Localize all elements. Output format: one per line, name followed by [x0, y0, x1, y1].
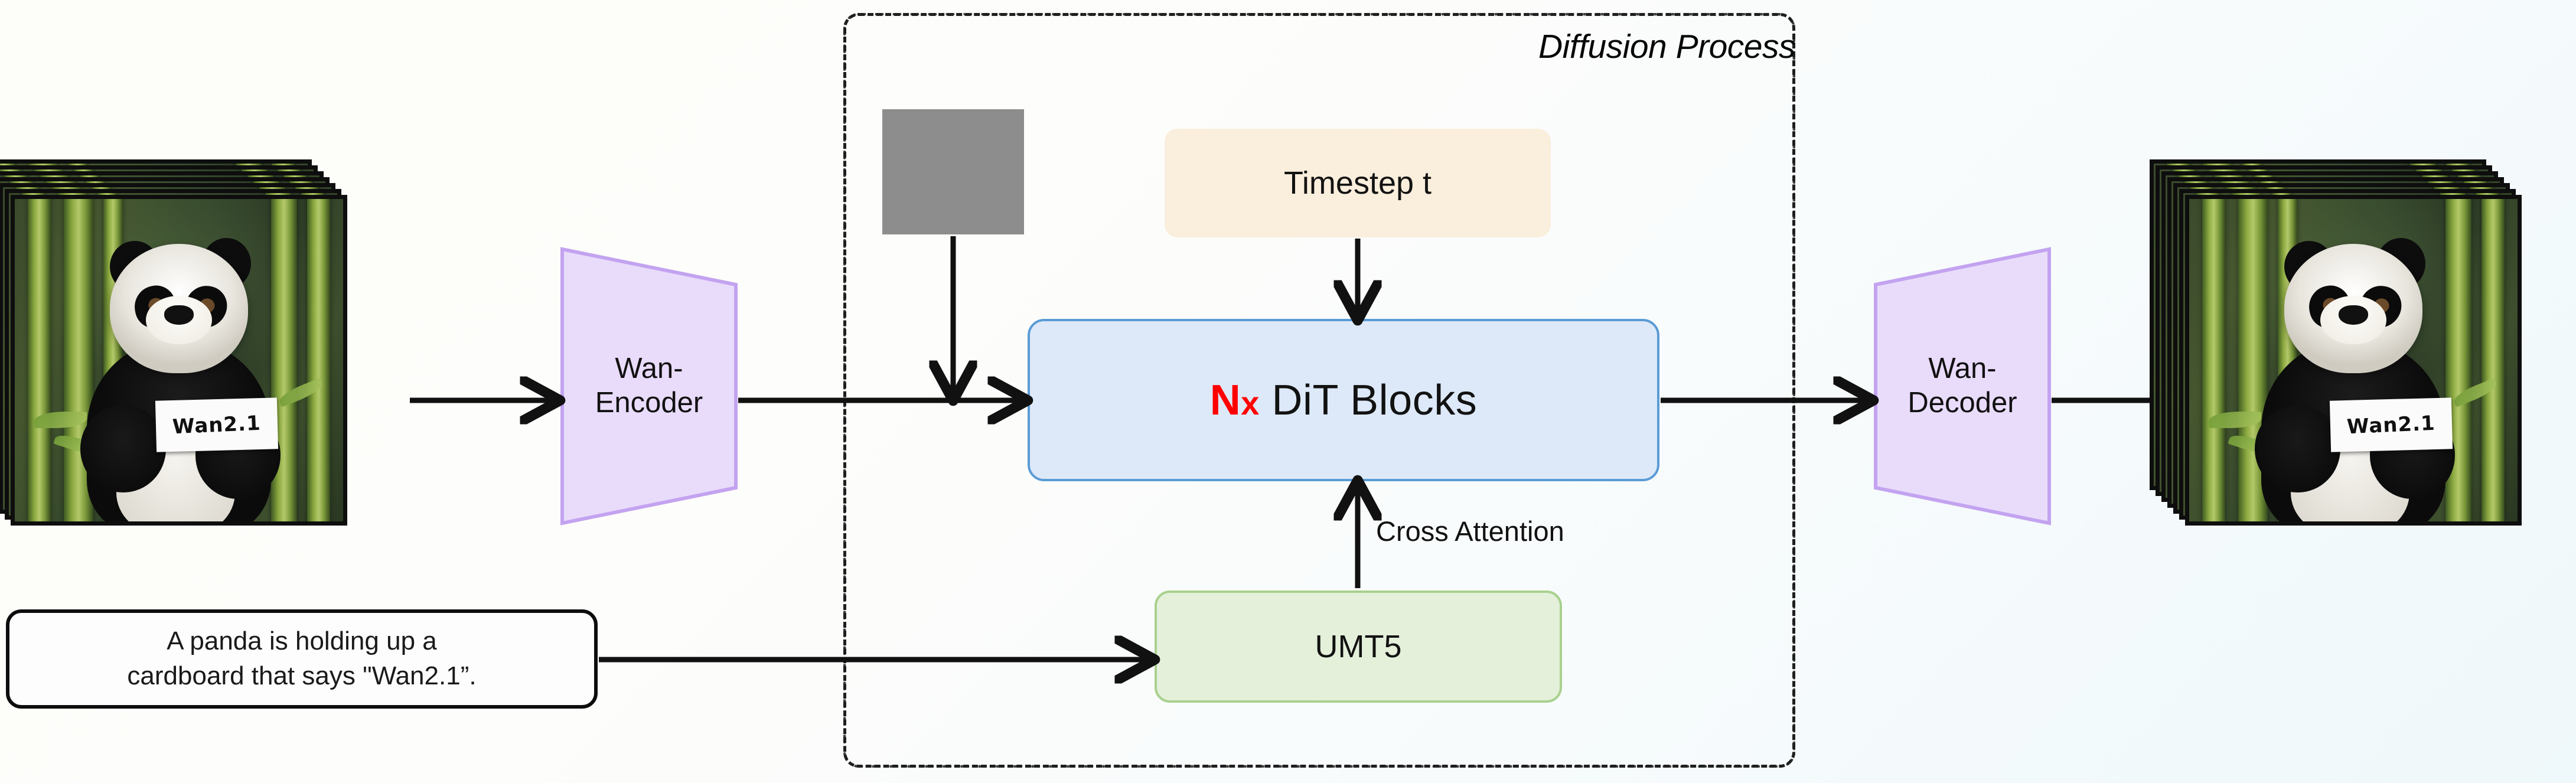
text-prompt-box[interactable]: A panda is holding up a cardboard that s…: [6, 609, 598, 709]
prompt-line-2: cardboard that says "Wan2.1”.: [127, 661, 477, 690]
decoder-label: Wan- Decoder: [1873, 247, 2052, 526]
umt5-label: UMT5: [1315, 629, 1402, 664]
timestep-label: Timestep t: [1283, 165, 1432, 201]
umt5-text-encoder-node[interactable]: UMT5: [1155, 590, 1562, 703]
video-frame: Wan2.1: [2185, 195, 2522, 526]
prompt-line-1: A panda is holding up a: [167, 627, 437, 656]
panda-sign: Wan2.1: [2329, 397, 2453, 452]
encoder-label: Wan- Encoder: [560, 247, 738, 526]
dit-blocks-node[interactable]: Nx DiT Blocks: [1028, 319, 1659, 481]
gaussian-noise-patch-icon: [882, 109, 1024, 234]
wan-encoder-node[interactable]: Wan- Encoder: [560, 247, 738, 526]
diffusion-process-label: Diffusion Process: [1538, 28, 1796, 66]
dit-blocks-label: Nx DiT Blocks: [1210, 376, 1477, 425]
encoder-shape: [560, 247, 738, 526]
dit-times-symbol: x: [1241, 384, 1260, 422]
diffusion-process-container: [843, 13, 1795, 768]
decoder-label-line2: Decoder: [1907, 387, 2017, 419]
input-video-stack: Wan2.1: [0, 159, 384, 561]
timestep-node[interactable]: Timestep t: [1165, 129, 1551, 237]
output-video-stack: Wan2.1: [2150, 159, 2558, 561]
dit-multiplier: N: [1209, 376, 1241, 424]
encoder-label-line2: Encoder: [595, 387, 703, 419]
wan-decoder-node[interactable]: Wan- Decoder: [1873, 247, 2052, 526]
panda-sign-text: Wan2.1: [172, 410, 262, 439]
panda-sign-text: Wan2.1: [2346, 410, 2436, 439]
cross-attention-label: Cross Attention: [1376, 516, 1564, 547]
panda-sign: Wan2.1: [155, 397, 278, 452]
encoder-label-line1: Wan-: [615, 353, 683, 385]
decoder-label-line1: Wan-: [1928, 353, 1997, 385]
dit-blocks-text: DiT Blocks: [1271, 376, 1478, 424]
video-frame: Wan2.1: [11, 195, 347, 526]
